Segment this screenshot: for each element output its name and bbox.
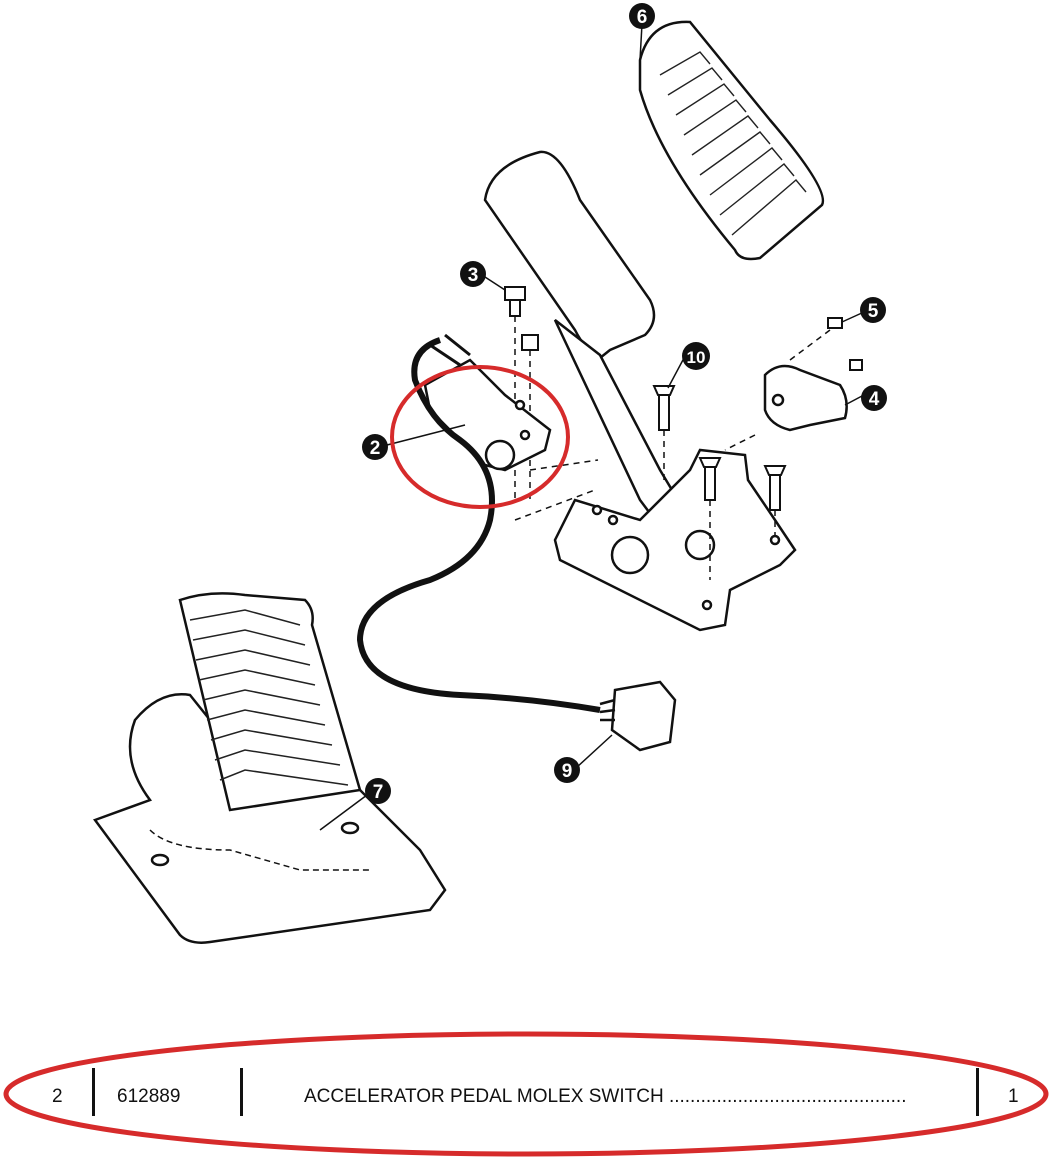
position-sensor xyxy=(763,364,848,432)
wire-connector xyxy=(599,680,677,752)
floor-pedal xyxy=(93,592,447,944)
part-description: ACCELERATOR PEDAL MOLEX SWITCH .........… xyxy=(304,1086,907,1107)
callout-leaders xyxy=(319,23,865,831)
column-divider xyxy=(92,1068,95,1116)
callout-7-label: 7 xyxy=(373,782,384,803)
part-number: 612889 xyxy=(117,1086,181,1107)
ref-number: 2 xyxy=(52,1086,63,1107)
callout-badge-9: 9 xyxy=(554,757,580,783)
callout-6-label: 6 xyxy=(637,7,648,28)
pedal-pad-rubber xyxy=(638,20,825,261)
callout-badge-4: 4 xyxy=(861,385,887,411)
wire-harness xyxy=(356,333,601,713)
molex-switch xyxy=(423,358,552,472)
callout-9-label: 9 xyxy=(562,761,573,782)
callout-10-label: 10 xyxy=(687,348,706,367)
callout-badge-3: 3 xyxy=(460,261,486,287)
switch-highlight-ring xyxy=(390,365,570,509)
callout-badge-7: 7 xyxy=(365,778,391,804)
column-divider xyxy=(976,1068,979,1116)
pedal-bracket xyxy=(553,448,797,632)
callout-badge-10: 10 xyxy=(682,342,710,370)
screws xyxy=(504,286,863,511)
parts-list-row: 2 612889 ACCELERATOR PEDAL MOLEX SWITCH … xyxy=(0,1062,1052,1132)
column-divider xyxy=(240,1068,243,1116)
pedal-arm xyxy=(483,150,692,542)
quantity: 1 xyxy=(1008,1086,1019,1107)
callout-badge-5: 5 xyxy=(860,297,886,323)
callout-badge-6: 6 xyxy=(629,3,655,29)
callout-3-label: 3 xyxy=(468,265,479,286)
callout-5-label: 5 xyxy=(868,301,879,322)
callout-4-label: 4 xyxy=(869,389,880,410)
row-highlight-ring xyxy=(3,1031,1049,1157)
callout-2-label: 2 xyxy=(370,438,381,459)
callout-badge-2: 2 xyxy=(362,434,388,460)
